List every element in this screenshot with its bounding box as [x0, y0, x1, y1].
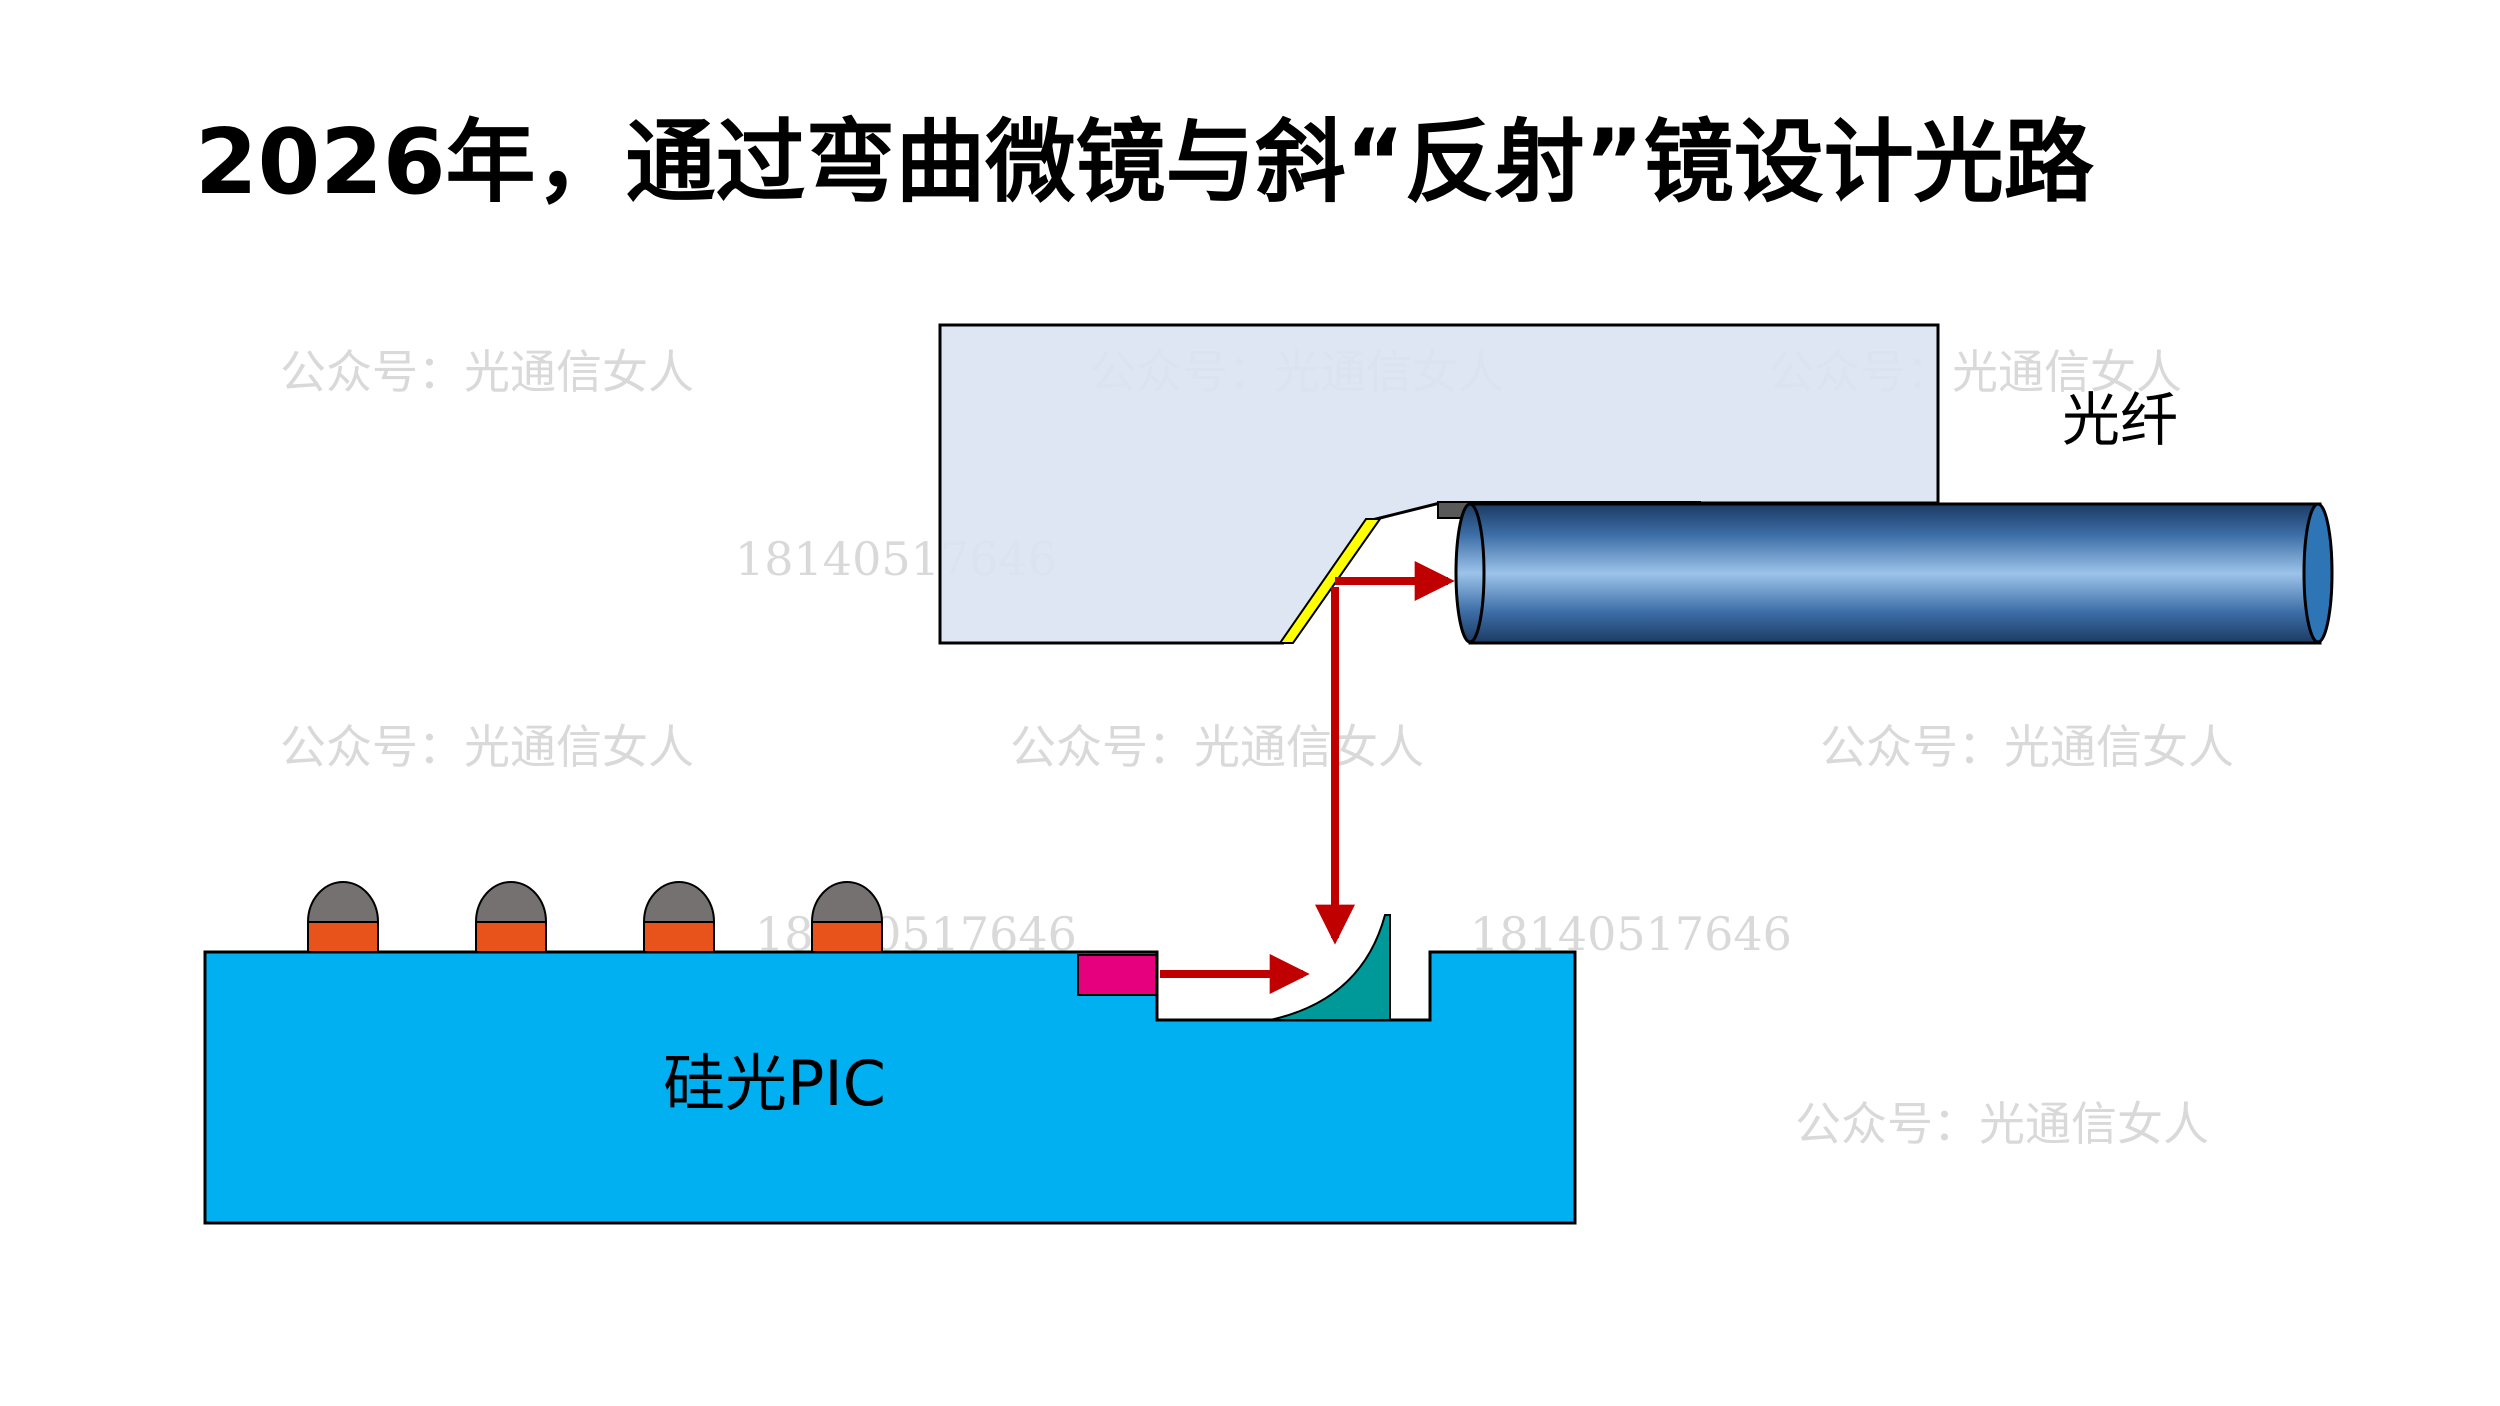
solder-bump [306, 881, 380, 953]
watermark-text: 公众号：光通信女人 [1795, 1097, 2209, 1151]
watermark-text: 公众号：光通信女人 [1820, 720, 2234, 774]
pic-label: 硅光PIC [663, 1047, 886, 1120]
tilted-reflection-mirror [1278, 518, 1382, 644]
solder-bump [642, 881, 716, 953]
watermark-text: 公众号：光通信女人 [280, 720, 694, 774]
light-path [1160, 561, 1455, 994]
fiber-holder-block [938, 323, 1940, 645]
fiber-label: 光纤 [2062, 386, 2178, 454]
solder-bump [810, 881, 884, 953]
fiber-left-end [1454, 502, 1486, 644]
emitter-pad [1077, 954, 1157, 996]
curved-micromirror [1269, 914, 1391, 1021]
optical-fiber [1454, 502, 2334, 645]
solder-bump [474, 881, 548, 953]
watermark-text: 公众号：光通信女人 [1010, 720, 1424, 774]
fiber-body [1468, 502, 2322, 645]
fiber-right-end [2302, 502, 2334, 644]
watermark-text: 公众号：光通信女人 [280, 345, 694, 399]
page-title: 2026年，通过弯曲微镜与斜“反射”镜设计光路 [195, 110, 2095, 215]
solder-bumps [306, 881, 884, 953]
